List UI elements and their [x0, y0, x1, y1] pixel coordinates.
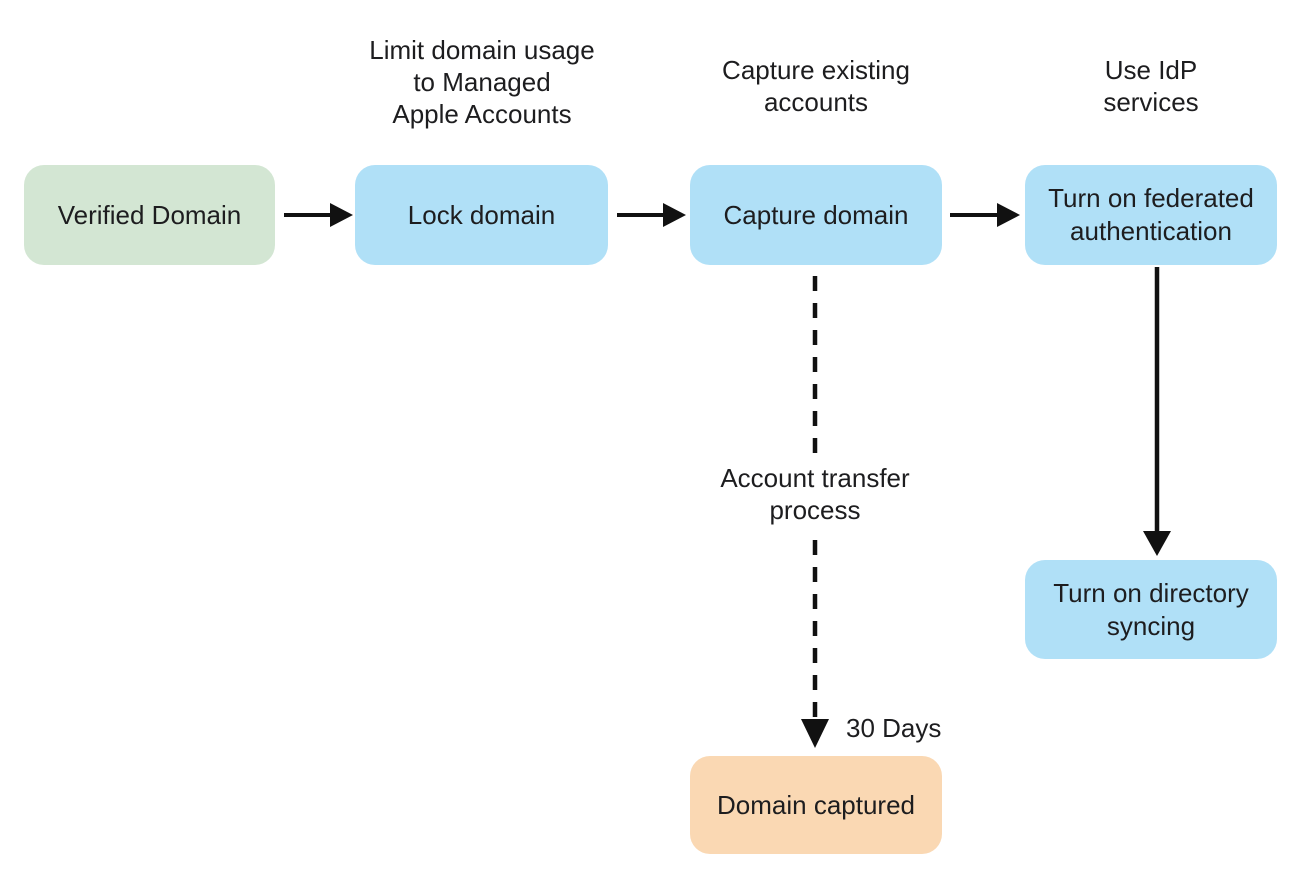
- annotation-line: services: [1103, 87, 1199, 117]
- annotation-line: Apple Accounts: [392, 99, 572, 129]
- annotation-line: accounts: [763, 87, 869, 117]
- annotation-capture-existing-accounts: Capture existing accounts: [616, 54, 1016, 118]
- node-verified-domain: Verified Domain: [24, 165, 275, 265]
- annotation-line: to Managed: [413, 67, 551, 97]
- edge-federated-to-syncing: [1143, 267, 1171, 556]
- edge-capture-to-federated: [950, 203, 1020, 227]
- node-directory-syncing: Turn on directory syncing: [1025, 560, 1277, 659]
- arrowhead-icon: [997, 203, 1020, 227]
- arrowhead-icon: [330, 203, 353, 227]
- annotation-line: Use IdP: [1104, 55, 1198, 85]
- arrowhead-icon: [1143, 531, 1171, 556]
- annotation-30-days: 30 Days: [846, 713, 942, 743]
- edge-verified-to-lock: [284, 203, 353, 227]
- annotation-line: Capture existing: [722, 55, 910, 85]
- annotation-line: Limit domain usage: [369, 35, 595, 65]
- annotation-line: process: [769, 495, 861, 525]
- edge-lock-to-capture: [617, 203, 686, 227]
- node-lock-domain: Lock domain: [355, 165, 608, 265]
- edge-capture-to-captured: [801, 276, 829, 748]
- annotation-use-idp-services: Use IdP services: [951, 54, 1296, 118]
- arrowhead-icon: [801, 719, 829, 748]
- node-federated-authentication: Turn on federated authentication: [1025, 165, 1277, 265]
- arrowhead-icon: [663, 203, 686, 227]
- node-capture-domain: Capture domain: [690, 165, 942, 265]
- node-domain-captured: Domain captured: [690, 756, 942, 854]
- annotation-line: Account transfer: [720, 463, 910, 493]
- annotation-account-transfer-process: Account transfer process: [615, 462, 1015, 526]
- annotation-limit-domain-usage: Limit domain usage to Managed Apple Acco…: [282, 34, 682, 130]
